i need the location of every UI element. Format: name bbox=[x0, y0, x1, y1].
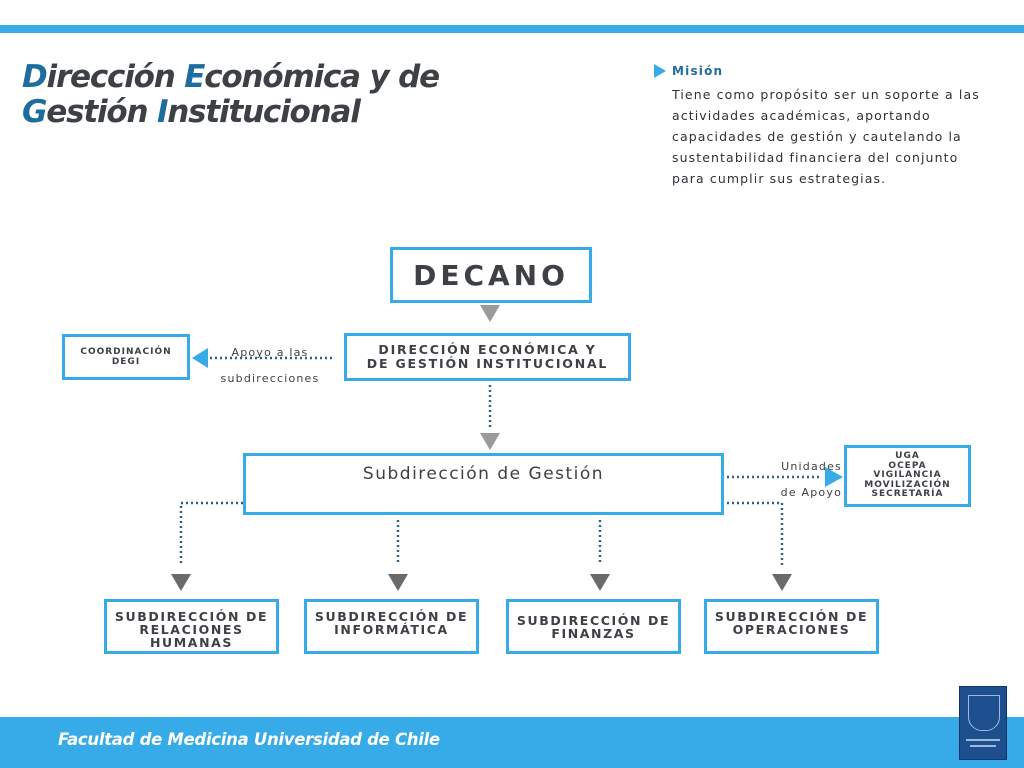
apoyo-line: Apoyo a las bbox=[231, 346, 309, 359]
mission-line: sustentabilidad financiera del conjunto bbox=[672, 150, 959, 165]
unidad-item: UGA bbox=[895, 451, 920, 462]
university-crest-icon bbox=[959, 686, 1007, 760]
title-cap: E bbox=[184, 59, 205, 95]
unidades-apoyo-box: UGA OCEPA VIGILANCIA MOVILIZACIÓN SECRET… bbox=[844, 445, 971, 507]
coordinacion-box: COORDINACIÓN DEGI bbox=[62, 334, 190, 380]
title-word: irección bbox=[46, 59, 185, 95]
unidades-label-line: Unidades bbox=[781, 460, 842, 473]
unidad-item: VIGILANCIA bbox=[873, 470, 942, 481]
coordinacion-line: DEGI bbox=[111, 357, 141, 367]
title-word: estión bbox=[46, 94, 157, 130]
crest-shield-icon bbox=[968, 695, 1000, 731]
decano-box: DECANO bbox=[390, 247, 592, 303]
sub-line: SUBDIRECCIÓN DE bbox=[114, 609, 269, 624]
crest-text-line bbox=[970, 745, 996, 747]
footer-text: Facultad de Medicina Universidad de Chil… bbox=[58, 730, 440, 749]
direccion-box: DIRECCIÓN ECONÓMICA Y DE GESTIÓN INSTITU… bbox=[344, 333, 631, 381]
connector-dotted bbox=[727, 501, 784, 565]
mission-line: actividades académicas, aportando bbox=[672, 108, 931, 123]
title-cap: I bbox=[156, 94, 169, 130]
unidad-item: OCEPA bbox=[888, 460, 927, 471]
arrow-down-icon bbox=[590, 574, 610, 591]
subdireccion-relaciones-humanas-box: SUBDIRECCIÓN DE RELACIONES HUMANAS bbox=[104, 599, 279, 654]
title-line-2: Gestión Institucional bbox=[22, 95, 562, 130]
connector-dotted bbox=[179, 501, 243, 565]
arrow-down-icon bbox=[772, 574, 792, 591]
subdireccion-operaciones-box: SUBDIRECCIÓN DE OPERACIONES bbox=[704, 599, 879, 654]
sub-line: INFORMÁTICA bbox=[334, 622, 449, 637]
arrow-down-icon bbox=[480, 305, 500, 322]
sub-line: SUBDIRECCIÓN DE bbox=[516, 612, 671, 628]
mission-text: Tiene como propósito ser un soporte a la… bbox=[672, 84, 1014, 189]
title-line-1: Dirección Económica y de bbox=[22, 60, 562, 95]
subdireccion-gestion-box: Subdirección de Gestión bbox=[243, 453, 724, 515]
mission-line: para cumplir sus estrategias. bbox=[672, 171, 887, 186]
apoyo-line: subdirecciones bbox=[220, 372, 320, 385]
mission-line: Tiene como propósito ser un soporte a la… bbox=[672, 87, 980, 102]
title-cap: G bbox=[22, 94, 47, 130]
sub-line: SUBDIRECCIÓN DE bbox=[314, 609, 469, 624]
apoyo-label: Apoyo a las subdirecciones bbox=[216, 340, 324, 392]
sub-line: RELACIONES bbox=[139, 622, 244, 637]
sub-line: HUMANAS bbox=[149, 635, 234, 650]
direccion-line: DIRECCIÓN ECONÓMICA Y bbox=[378, 342, 597, 357]
sub-line: SUBDIRECCIÓN DE bbox=[714, 609, 869, 624]
unidades-label-line: de Apoyo bbox=[780, 486, 842, 499]
subdireccion-finanzas-box: SUBDIRECCIÓN DE FINANZAS bbox=[506, 599, 681, 654]
coordinacion-line: COORDINACIÓN bbox=[80, 347, 172, 357]
unidades-label: Unidades de Apoyo bbox=[742, 454, 842, 506]
top-accent-bar bbox=[0, 25, 1024, 33]
arrow-right-icon bbox=[825, 467, 843, 487]
arrow-down-icon bbox=[388, 574, 408, 591]
mission-section: Misión Tiene como propósito ser un sopor… bbox=[654, 64, 1014, 189]
mission-label: Misión bbox=[672, 64, 724, 78]
crest-text-line bbox=[966, 739, 1000, 741]
play-triangle-icon bbox=[654, 64, 666, 78]
mission-line: capacidades de gestión y cautelando la bbox=[672, 129, 962, 144]
title-word: nstitucional bbox=[167, 94, 361, 130]
direccion-line: DE GESTIÓN INSTITUCIONAL bbox=[366, 356, 609, 371]
sub-line: OPERACIONES bbox=[732, 622, 851, 637]
page-title: Dirección Económica y de Gestión Institu… bbox=[22, 60, 562, 130]
unidad-item: MOVILIZACIÓN bbox=[864, 479, 951, 490]
arrow-left-icon bbox=[192, 348, 208, 368]
subdireccion-informatica-box: SUBDIRECCIÓN DE INFORMÁTICA bbox=[304, 599, 479, 654]
mission-header: Misión bbox=[654, 64, 1014, 78]
title-cap: D bbox=[22, 59, 48, 95]
arrow-down-icon bbox=[480, 433, 500, 450]
title-word: conómica y de bbox=[204, 59, 440, 95]
unidad-item: SECRETARÍA bbox=[871, 489, 944, 500]
sub-line: FINANZAS bbox=[551, 625, 636, 641]
footer-bar bbox=[0, 717, 1024, 768]
arrow-down-icon bbox=[171, 574, 191, 591]
